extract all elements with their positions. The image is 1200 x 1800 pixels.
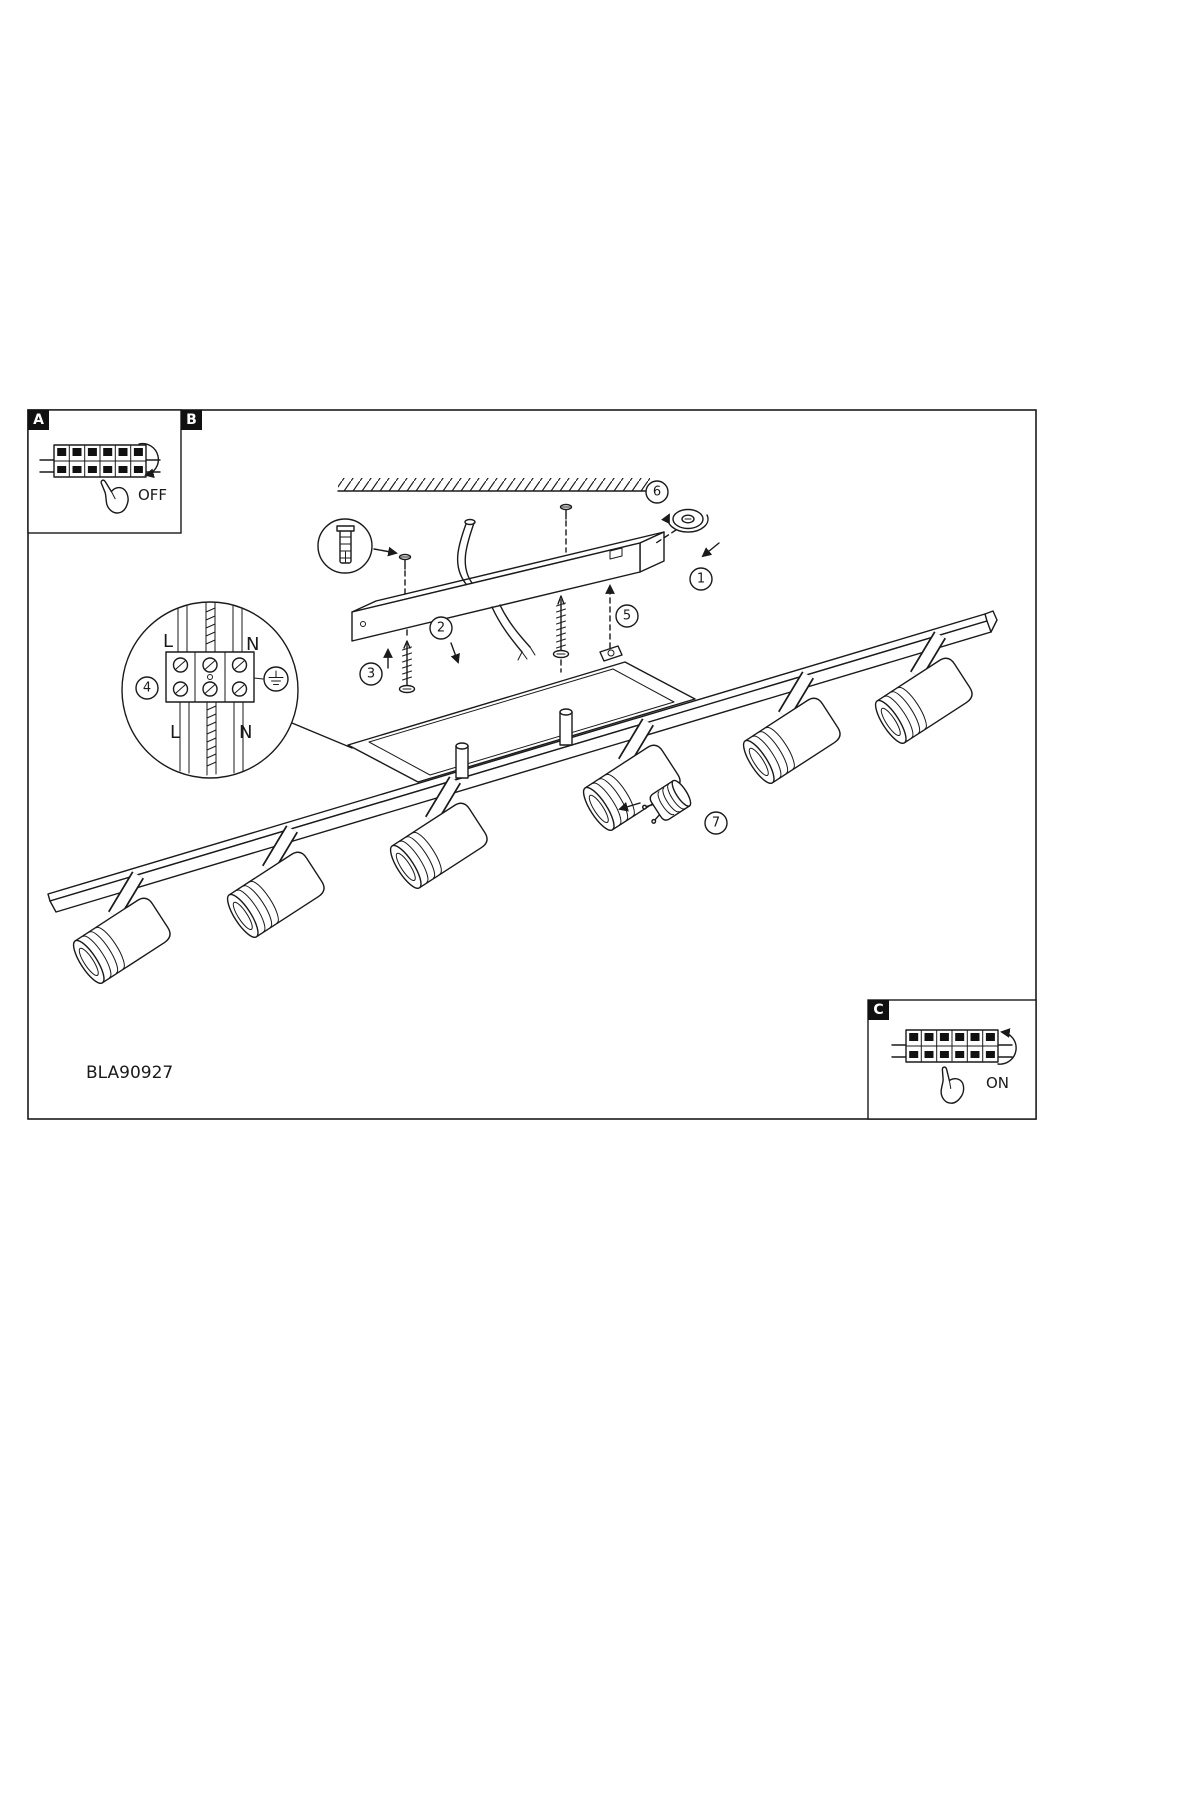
arrow-icon: [373, 546, 398, 557]
switch-state-on: ON: [986, 1074, 1009, 1092]
product-code: BLA90927: [86, 1063, 173, 1083]
terminal-detail: L N L N 4: [121, 601, 353, 779]
keyhole-slot: [609, 547, 623, 560]
callout-1-number: 1: [697, 572, 705, 587]
ceiling-hatch: [338, 478, 650, 491]
callout-3: 3: [359, 648, 393, 686]
mounting-screw-left: [398, 629, 416, 694]
arrow-icon: [618, 802, 641, 812]
track-posts: [455, 708, 573, 779]
callout-2: 2: [429, 616, 460, 664]
mounting-plate: [347, 645, 696, 783]
terminal-label-l-top: L: [163, 631, 173, 652]
callout-5: 5: [605, 584, 639, 649]
rotation-arrow-icon: [661, 513, 709, 533]
off-arrow-icon: [138, 442, 160, 479]
breaker-icon: [891, 1029, 1013, 1063]
terminal-label-l-bottom: L: [170, 722, 180, 743]
callout-6: 6: [645, 480, 669, 504]
ceiling-cap: [655, 508, 709, 544]
spotlight-4: [577, 718, 685, 835]
mounting-screw-center: [552, 595, 570, 673]
on-arrow-icon: [997, 1028, 1017, 1065]
wall-screw-left: [398, 553, 412, 598]
callout-4-number: 4: [143, 681, 151, 696]
callout-4: 4: [135, 676, 159, 700]
arrow-icon: [450, 642, 460, 664]
spotlight-3: [384, 776, 492, 893]
callout-3-number: 3: [367, 667, 375, 682]
callout-1: 1: [689, 542, 720, 591]
mounting-bracket: [351, 531, 665, 642]
terminal-label-n-top: N: [246, 634, 259, 655]
terminal-label-n-bottom: N: [239, 722, 252, 743]
spotlight-1: [67, 871, 175, 988]
power-cable: [456, 518, 536, 661]
svg-text:B: B: [186, 412, 197, 428]
inset-panel-c: ON C: [867, 999, 1037, 1120]
earth-wire-stripes: [205, 607, 216, 645]
fixing-hole: [360, 621, 366, 627]
spotlight-5: [737, 671, 845, 788]
earth-symbol-icon: [263, 666, 289, 692]
callout-7: 7: [704, 811, 728, 835]
spotlight-6: [869, 631, 977, 748]
gu10-bulb-detail: [618, 777, 695, 829]
callout-7-number: 7: [712, 816, 720, 831]
leader-line: [291, 722, 353, 749]
section-label-a: A: [33, 412, 44, 428]
switch-state-off: OFF: [138, 486, 167, 504]
keyhole-tab: [599, 645, 623, 662]
track-end-cap: [984, 610, 998, 633]
section-label-b: B: [181, 410, 202, 430]
callout-2-number: 2: [437, 621, 445, 636]
spotlight-2: [221, 825, 329, 942]
callout-6-number: 6: [653, 485, 661, 500]
stripped-wires: [517, 646, 536, 661]
section-label-c: C: [873, 1002, 883, 1018]
callout-5-number: 5: [623, 609, 631, 624]
breaker-icon: [39, 444, 161, 478]
ceiling-surface: [337, 478, 651, 492]
ceiling-screw-top: [559, 503, 573, 553]
arrow-icon: [701, 542, 720, 558]
wall-plug-detail: [317, 518, 398, 574]
screw-slots: [175, 660, 245, 694]
inset-panel-a: OFF A: [27, 409, 182, 534]
